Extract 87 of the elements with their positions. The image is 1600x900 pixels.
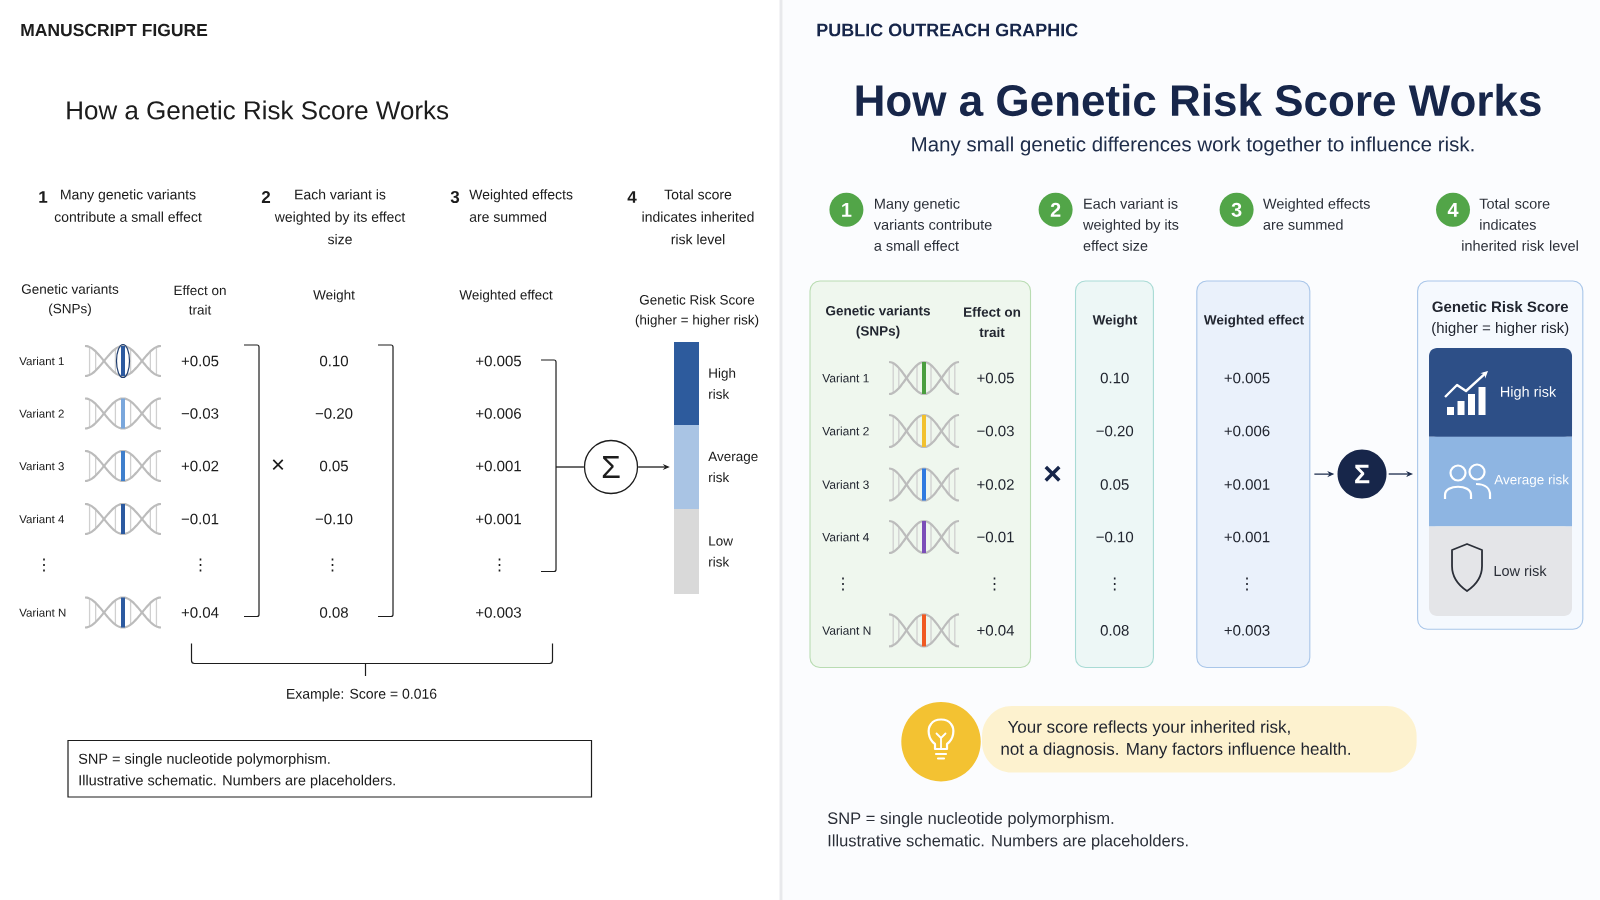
effect-value: +0.04 [181, 607, 219, 618]
effect-value: −0.01 [181, 513, 219, 525]
footnote: SNP = single nucleotide polymorphism. [827, 811, 1114, 828]
weight-value: 0.05 [320, 460, 348, 472]
variant-name: Variant 2 [822, 426, 869, 436]
effect-value: +0.02 [977, 479, 1014, 490]
variant-name: Variant N [19, 608, 66, 617]
weight-value: 0.08 [320, 607, 348, 618]
multiply-sign: × [272, 459, 284, 471]
column-heading: Effect on trait [964, 306, 1021, 338]
weighted-value: +0.003 [476, 607, 521, 618]
weighted-value: +0.003 [1224, 625, 1270, 636]
section-label: PUBLIC OUTREACH GRAPHIC [817, 23, 1078, 37]
risk-tile: Low risk [1429, 526, 1572, 616]
risk-tile: High risk [1429, 348, 1572, 437]
effect-value: +0.02 [181, 460, 219, 472]
column-heading: Weight [313, 289, 355, 303]
ellipsis: ⋮ [199, 558, 202, 572]
scale-label: High risk [709, 368, 736, 399]
weighted-value: +0.001 [476, 460, 521, 472]
step-number: 1 [39, 191, 48, 203]
panel-heading: Genetic Risk Score (higher = higher risk) [1432, 301, 1569, 336]
weighted-value: +0.001 [476, 513, 521, 525]
section-label: MANUSCRIPT FIGURE [21, 23, 208, 37]
column-heading: Effect on trait [174, 285, 226, 315]
footnote: Illustrative schematic. Numbers are placeholders. [828, 834, 1188, 850]
step-description: Each variant is weighted by its effect size [274, 189, 406, 245]
multiply-sign: × [1044, 465, 1061, 482]
weight-value: −0.20 [1096, 425, 1134, 437]
variant-name: Variant 1 [822, 373, 869, 383]
step-description: Total score indicates inherited risk level [642, 189, 754, 245]
ellipsis: ⋮ [993, 577, 996, 591]
weighted-value: +0.006 [1224, 425, 1270, 437]
note-box: SNP = single nucleotide polymorphism. Illustrative schematic. Numbers are placeholders. [67, 739, 593, 798]
column-heading: Genetic variants (SNPs) [21, 284, 119, 316]
variant-name: Variant 3 [19, 461, 64, 471]
headline: How a Genetic Risk Score Works [67, 100, 449, 120]
ellipsis: ⋮ [498, 558, 501, 572]
scale-label: Low risk [709, 536, 733, 567]
subtitle: Many small genetic differences work together to influence risk. [912, 136, 1474, 156]
weight-value: 0.10 [1100, 372, 1129, 384]
ellipsis: ⋮ [331, 558, 334, 572]
effect-value: +0.05 [977, 372, 1014, 384]
weight-value: −0.20 [315, 408, 353, 419]
weight-value: 0.05 [1100, 479, 1129, 490]
weighted-value: +0.006 [476, 408, 521, 419]
column-heading: Weighted effect [1203, 314, 1304, 328]
weight-value: 0.08 [1100, 625, 1129, 636]
effect-value: −0.03 [181, 408, 219, 419]
variant-name: Variant 4 [822, 532, 869, 542]
step-description: Weighted effects are summed [469, 189, 573, 222]
step-description: Many genetic variants contribute a small effect [873, 198, 992, 251]
effect-value: +0.04 [977, 625, 1015, 636]
weighted-value: +0.001 [1224, 531, 1270, 543]
step-description: Many genetic variants contribute a small effect [54, 189, 202, 222]
weight-value: −0.10 [315, 513, 353, 525]
effect-value: +0.05 [181, 355, 219, 367]
ellipsis: ⋮ [43, 558, 45, 572]
weighted-value: +0.005 [476, 355, 522, 367]
effect-value: −0.03 [977, 425, 1014, 437]
scale-label: Average risk [708, 451, 758, 483]
variant-name: Variant 1 [19, 356, 64, 366]
variant-name: Variant 2 [19, 409, 64, 418]
headline: How a Genetic Risk Score Works [856, 83, 1541, 117]
weighted-value: +0.001 [1224, 479, 1270, 490]
step-description: Each variant is weighted by its effect size [1083, 198, 1179, 251]
column-heading: Weight [1092, 314, 1138, 328]
variant-name: Variant 3 [822, 480, 869, 489]
step-description: Weighted effects are summed [1263, 198, 1370, 230]
column-heading: Genetic variants (SNPs) [826, 305, 930, 339]
variant-name: Variant 4 [19, 514, 64, 524]
weighted-value: +0.005 [1224, 372, 1270, 384]
step-number: 3 [450, 190, 460, 204]
ellipsis: ⋮ [1113, 577, 1116, 591]
score-example: Example: Score = 0.016 [287, 688, 437, 702]
ellipsis: ⋮ [842, 577, 844, 591]
callout-bar: Your score reflects your inherited risk, not a diagnosis. Many factors influence health. [982, 706, 1417, 773]
weight-value: −0.10 [1096, 531, 1134, 543]
column-heading: Weighted effect [459, 289, 553, 303]
step-number: 2 [261, 191, 271, 203]
ellipsis: ⋮ [1246, 577, 1248, 591]
effect-value: −0.01 [977, 531, 1014, 543]
risk-tile: Average risk [1429, 436, 1572, 527]
scale-heading: Genetic Risk Score (higher = higher risk) [635, 294, 759, 328]
step-number: 4 [627, 191, 637, 203]
weight-value: 0.10 [320, 355, 348, 367]
variant-name: Variant N [822, 626, 871, 635]
